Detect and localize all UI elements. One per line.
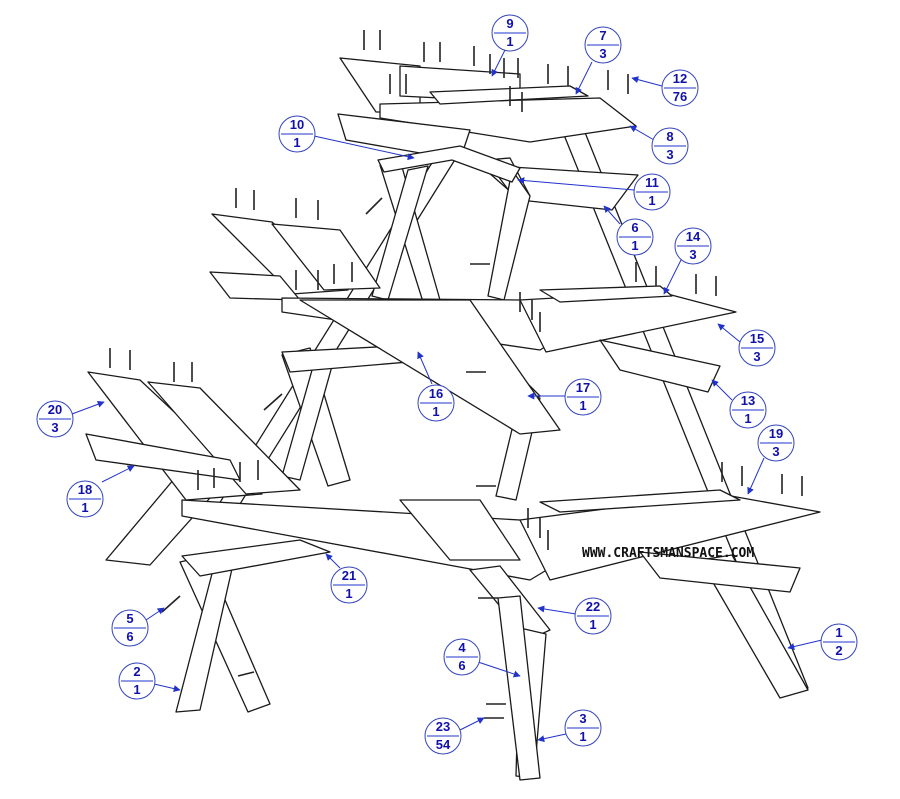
callout-quantity: 3	[51, 420, 58, 435]
mid-board-right	[519, 291, 737, 353]
callout-quantity: 1	[648, 193, 655, 208]
callout-part-13: 13 1	[711, 379, 767, 429]
bottom-leg-front-c	[497, 595, 541, 781]
top-board-inner	[429, 85, 589, 105]
callout-part-2: 2 1	[118, 662, 181, 700]
callout-part-number: 6	[631, 220, 638, 235]
callout-part-9: 9 1	[491, 14, 529, 77]
callout-part-6: 6 1	[603, 205, 654, 256]
callout-part-number: 23	[436, 719, 450, 734]
callout-part-number: 19	[769, 426, 783, 441]
callout-part-number: 14	[686, 229, 701, 244]
callout-quantity: 6	[458, 658, 465, 673]
mid-stretcher-part13	[599, 339, 721, 393]
callout-part-4: 4 6	[443, 638, 521, 678]
bottom-apron-part21	[181, 539, 331, 577]
callout-part-number: 9	[506, 16, 513, 31]
callout-quantity: 1	[506, 34, 513, 49]
callout-part-number: 7	[599, 28, 606, 43]
callout-quantity: 1	[744, 411, 751, 426]
callout-quantity: 3	[689, 247, 696, 262]
callout-part-17: 17 1	[527, 378, 602, 416]
callout-quantity: 76	[673, 89, 687, 104]
callout-part-number: 13	[741, 393, 755, 408]
callout-part-8: 8 3	[629, 125, 689, 165]
callout-quantity: 2	[835, 643, 842, 658]
table-structure	[85, 57, 821, 781]
callout-part-5: 5 6	[111, 607, 165, 647]
callout-quantity: 3	[666, 147, 673, 162]
callout-part-23: 23 54	[424, 717, 485, 755]
callout-part-18: 18 1	[66, 465, 135, 518]
callout-quantity: 3	[753, 349, 760, 364]
callout-part-number: 10	[290, 117, 304, 132]
callout-part-number: 16	[429, 386, 443, 401]
top-board-front	[379, 97, 637, 143]
rear-leg-part1	[699, 554, 809, 699]
callout-part-number: 8	[666, 129, 673, 144]
callout-part-14: 14 3	[663, 227, 712, 295]
callout-part-15: 15 3	[717, 323, 776, 367]
callout-quantity: 1	[579, 729, 586, 744]
callout-part-19: 19 3	[747, 424, 795, 495]
callout-part-20: 20 3	[36, 400, 105, 438]
callout-quantity: 1	[589, 617, 596, 632]
callout-part-number: 3	[579, 711, 586, 726]
callout-part-number: 2	[133, 664, 140, 679]
callout-part-number: 5	[126, 611, 133, 626]
callout-quantity: 54	[436, 737, 451, 752]
callout-part-number: 17	[576, 380, 590, 395]
callout-quantity: 3	[599, 46, 606, 61]
callout-part-1: 1 2	[787, 623, 858, 661]
callout-quantity: 1	[579, 398, 586, 413]
callout-part-3: 3 1	[537, 709, 602, 747]
callout-part-number: 21	[342, 568, 356, 583]
callout-quantity: 1	[293, 135, 300, 150]
callout-quantity: 1	[345, 586, 352, 601]
bottom-stretcher-right	[639, 551, 801, 593]
watermark: WWW.CRAFTSMANSPACE.COM	[582, 546, 754, 561]
callout-part-number: 4	[458, 640, 466, 655]
callout-part-10: 10 1	[278, 115, 415, 161]
callout-part-number: 12	[673, 71, 687, 86]
callout-group: 9 1 7 3 12 76 10 1 8	[36, 14, 858, 755]
screw-group	[109, 30, 803, 719]
callout-part-number: 11	[645, 175, 659, 190]
callout-part-22: 22 1	[537, 597, 612, 635]
callout-quantity: 3	[772, 444, 779, 459]
callout-part-21: 21 1	[325, 553, 368, 604]
callout-part-number: 1	[835, 625, 842, 640]
callout-part-number: 15	[750, 331, 764, 346]
bottom-board-right-back	[539, 489, 741, 513]
callout-part-7: 7 3	[575, 26, 622, 95]
callout-part-number: 20	[48, 402, 62, 417]
top-leg-right-b	[487, 169, 531, 301]
callout-part-12: 12 76	[631, 69, 699, 107]
mid-board-left-b	[271, 223, 381, 291]
callout-quantity: 1	[133, 682, 140, 697]
callout-quantity: 1	[81, 500, 88, 515]
callout-part-number: 22	[586, 599, 600, 614]
callout-part-11: 11 1	[517, 173, 671, 211]
callout-quantity: 6	[126, 629, 133, 644]
bottom-inner-apron	[399, 499, 521, 561]
callout-quantity: 1	[432, 404, 439, 419]
callout-quantity: 1	[631, 238, 638, 253]
callout-part-16: 16 1	[417, 351, 455, 422]
mid-board-right-back	[539, 285, 673, 303]
callout-part-number: 18	[78, 482, 92, 497]
